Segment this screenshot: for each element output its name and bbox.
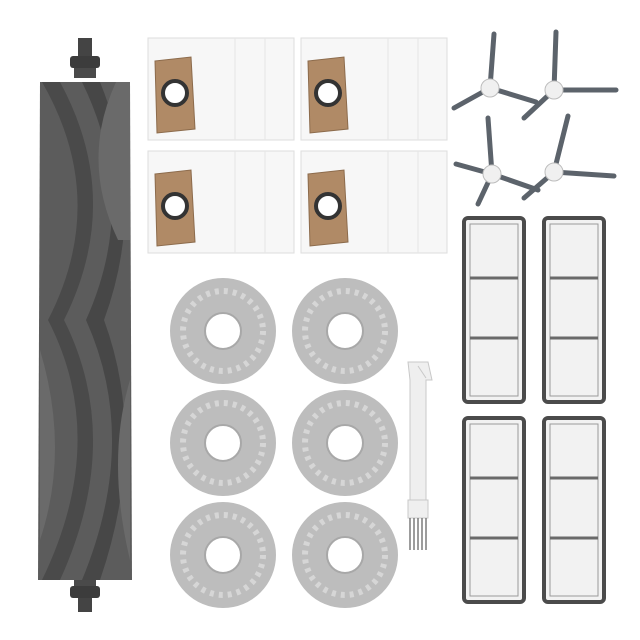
hepa-filter-2 (542, 216, 606, 404)
mop-pad-drawing (170, 390, 276, 496)
side-brush-1 (450, 28, 540, 120)
hepa-filter-drawing (462, 416, 526, 604)
hepa-filter-drawing (542, 216, 606, 404)
hepa-filter-drawing (542, 416, 606, 604)
side-brush-drawing (451, 31, 539, 111)
mop-pad-drawing (292, 278, 398, 384)
mop-pad-drawing (292, 502, 398, 608)
hepa-filter-1 (462, 216, 526, 404)
mop-pad-3 (168, 388, 278, 498)
mop-pad-drawing (170, 278, 276, 384)
mop-pad-5 (168, 500, 278, 610)
side-brush-3 (452, 112, 542, 208)
dust-bag-4 (300, 150, 448, 254)
side-brush-drawing (453, 115, 541, 207)
mop-pad-1 (168, 276, 278, 386)
cleaning-tool (400, 360, 440, 560)
mop-pad-drawing (170, 502, 276, 608)
side-brush-drawing (521, 113, 617, 201)
main-roller-brush-drawing (38, 38, 132, 612)
dust-bag-drawing (147, 150, 295, 254)
hepa-filter-3 (462, 416, 526, 604)
main-roller-brush (20, 20, 150, 620)
mop-pad-drawing (292, 390, 398, 496)
dust-bag-drawing (147, 37, 295, 141)
dust-bag-2 (300, 37, 448, 141)
side-brush-drawing (521, 29, 619, 121)
side-brush-4 (520, 112, 620, 208)
dust-bag-drawing (300, 37, 448, 141)
dust-bag-1 (147, 37, 295, 141)
mop-pad-2 (290, 276, 400, 386)
hepa-filter-drawing (462, 216, 526, 404)
mop-pad-6 (290, 500, 400, 610)
mop-pad-4 (290, 388, 400, 498)
side-brush-2 (520, 28, 620, 128)
dust-bag-3 (147, 150, 295, 254)
dust-bag-drawing (300, 150, 448, 254)
cleaning-tool-drawing (407, 361, 433, 550)
hepa-filter-4 (542, 416, 606, 604)
